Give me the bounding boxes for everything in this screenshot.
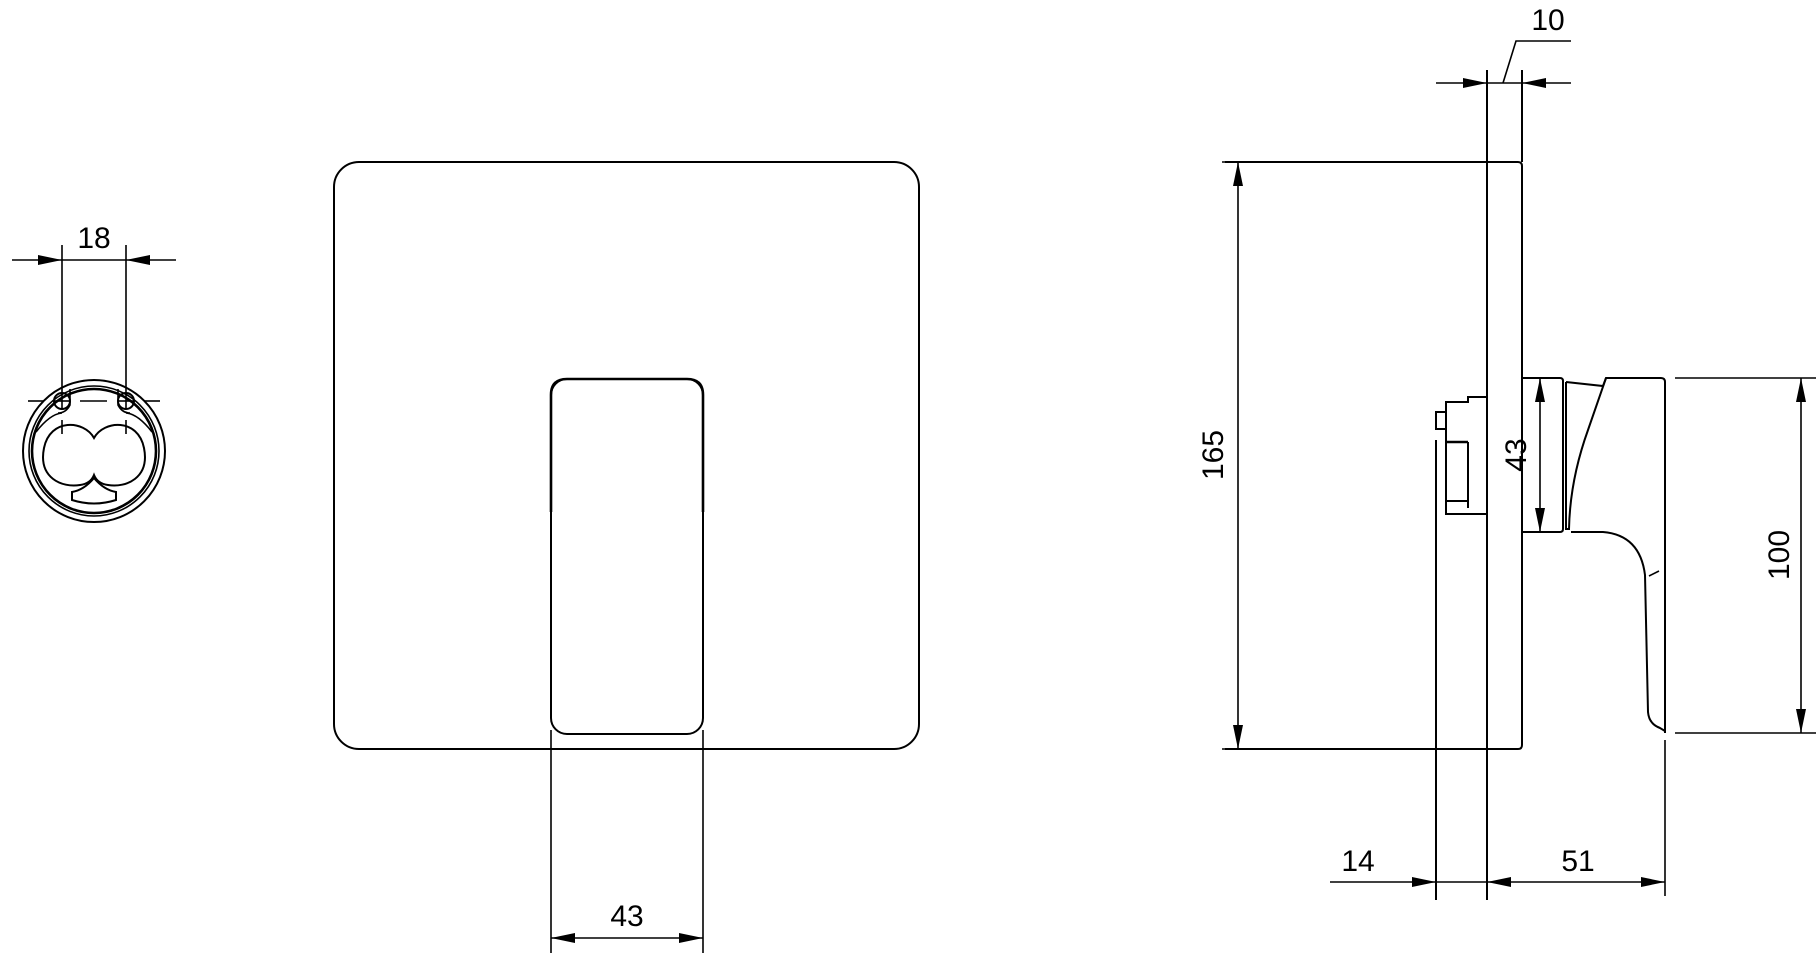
cartridge-view bbox=[22, 379, 166, 523]
dimension-165: 165 bbox=[1197, 161, 1243, 750]
mounting-hole-left-icon bbox=[53, 392, 71, 410]
dimension-51: 51 bbox=[1487, 740, 1666, 896]
dimension-43-front: 43 bbox=[550, 730, 704, 953]
cover-plate bbox=[333, 161, 920, 750]
dimension-label: 14 bbox=[1341, 845, 1374, 878]
cover-plate-side bbox=[1225, 161, 1523, 750]
lever-handle-front bbox=[550, 378, 704, 735]
dimension-label: 43 bbox=[610, 900, 643, 933]
dimension-label: 51 bbox=[1561, 845, 1594, 878]
side-view bbox=[1225, 70, 1666, 900]
dimension-label: 43 bbox=[1500, 438, 1533, 471]
dimension-label: 165 bbox=[1197, 430, 1230, 480]
dimension-label: 10 bbox=[1531, 4, 1564, 37]
dimension-label: 18 bbox=[77, 222, 110, 255]
front-view bbox=[333, 161, 920, 750]
dimension-18: 18 bbox=[12, 222, 176, 395]
mounting-hole-right-icon bbox=[117, 392, 135, 410]
dimension-14: 14 bbox=[1330, 845, 1487, 887]
lever-handle-side bbox=[1565, 377, 1666, 733]
dimension-label: 100 bbox=[1763, 530, 1796, 580]
dimension-43-side: 43 bbox=[1500, 378, 1545, 532]
dimension-100: 100 bbox=[1675, 377, 1816, 734]
dimension-10: 10 bbox=[1436, 4, 1571, 88]
